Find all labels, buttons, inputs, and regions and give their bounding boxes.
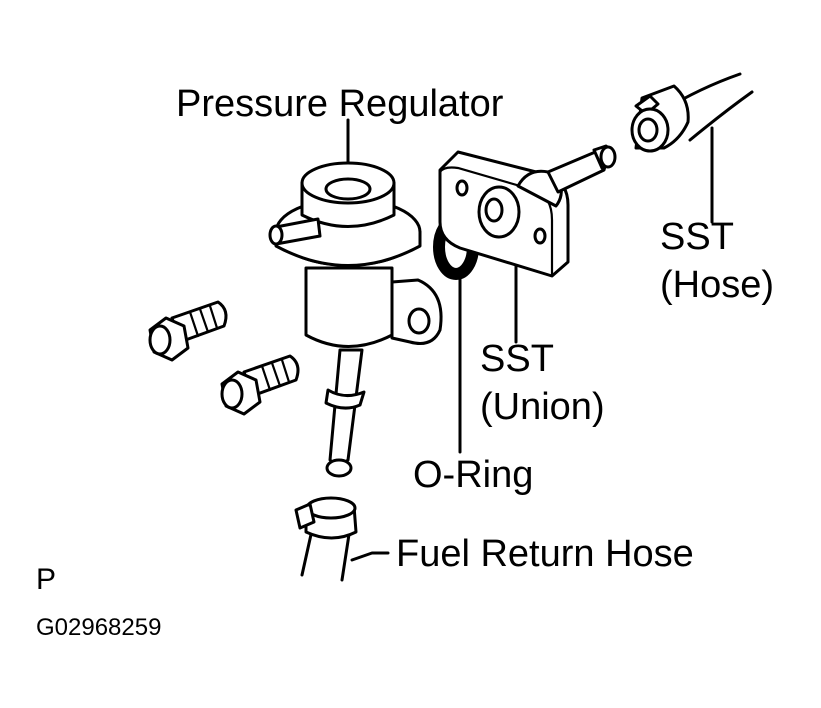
- bolt-upper: [148, 300, 228, 362]
- regulator-top-hole: [324, 177, 372, 201]
- label-sst-union-line1: SST: [480, 338, 554, 380]
- outlet-pipe-bead: [324, 388, 366, 410]
- outlet-pipe-end: [325, 458, 353, 478]
- hose-outline-bottom: [688, 90, 754, 142]
- label-sst-union-line2: (Union): [480, 386, 605, 428]
- fuel-return-hose-part: [294, 496, 358, 582]
- pressure-regulator-part: [268, 161, 443, 478]
- label-fuel-return-hose: Fuel Return Hose: [396, 533, 694, 575]
- union-pipe-end: [599, 145, 617, 169]
- figure-id: G02968259: [36, 614, 162, 641]
- bolt-lower: [220, 354, 300, 416]
- label-sst-hose-line1: SST: [660, 216, 734, 258]
- hose-bore: [637, 117, 659, 143]
- sst-union-part: [438, 144, 617, 278]
- regulator-lower-body: [304, 266, 394, 348]
- side-nipple-end: [268, 224, 284, 246]
- union-center-hole: [484, 197, 504, 223]
- return-hose-left-edge: [300, 528, 314, 577]
- regulator-flange-rim: [274, 230, 422, 267]
- leader-lines: [346, 118, 714, 562]
- bolt-upper-face: [148, 324, 172, 356]
- label-pressure-regulator: Pressure Regulator: [176, 83, 504, 125]
- sst-hose-part: [630, 72, 754, 153]
- label-o-ring: O-Ring: [413, 454, 534, 496]
- union-hole-left: [455, 179, 469, 197]
- return-hose-opening: [305, 496, 357, 520]
- bolt-lower-face: [220, 378, 244, 410]
- union-hole-right: [533, 227, 547, 245]
- view-marker: P: [36, 563, 57, 596]
- return-hose-clamp-tab: [294, 502, 316, 530]
- bracket-bolt-hole: [407, 307, 431, 335]
- label-sst-hose-line2: (Hose): [660, 264, 775, 306]
- leader-fuel-return-hose: [350, 551, 390, 562]
